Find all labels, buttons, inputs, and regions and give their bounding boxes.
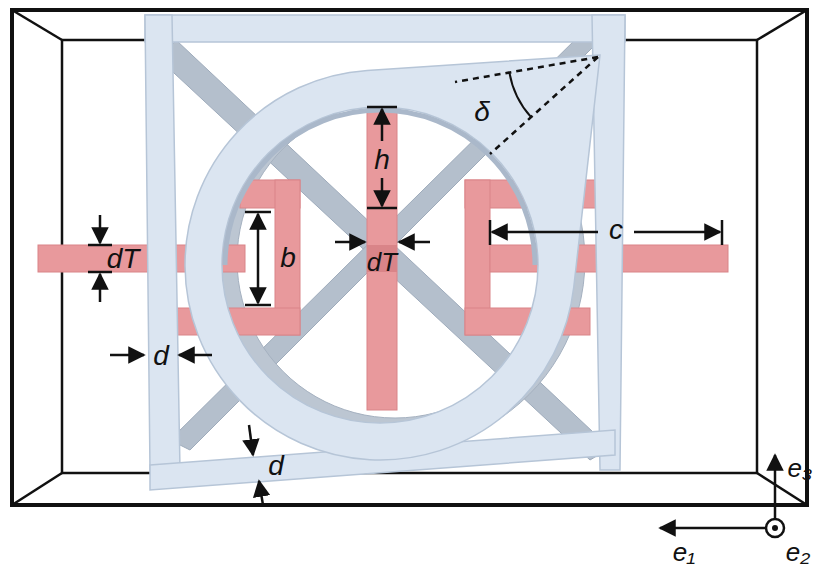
dimension-arrow	[257, 214, 260, 303]
axis-arrow	[660, 527, 766, 530]
angle-arc	[509, 73, 531, 118]
dimension-label: b	[280, 244, 296, 272]
dimension-arrow	[381, 109, 384, 141]
dimension-tick	[721, 220, 724, 245]
dimension-arrow	[381, 178, 384, 206]
angle-label: δ	[474, 98, 490, 126]
dimension-arrow	[259, 481, 263, 505]
dimension-arrow	[99, 274, 102, 302]
angle-ray	[455, 57, 598, 82]
dimension-arrow	[110, 354, 144, 357]
angle-ray	[490, 57, 598, 154]
axis-label: e₂	[786, 539, 810, 565]
dimension-arrow	[492, 231, 598, 234]
dimension-label: dT	[107, 245, 140, 273]
dimension-label: dT	[367, 249, 397, 275]
dimension-arrow	[179, 354, 212, 357]
dimension-tick	[245, 211, 271, 214]
axis-dot	[772, 525, 778, 531]
dimension-tick	[489, 220, 492, 245]
axis-out-of-plane	[766, 519, 784, 537]
dimension-label: d	[153, 342, 169, 370]
frame-beam	[145, 15, 625, 42]
frame-edge	[12, 10, 62, 40]
frame-beam	[145, 15, 180, 470]
dimension-label: h	[374, 146, 390, 174]
outer-frame	[12, 10, 807, 505]
dimension-arrow	[249, 425, 253, 455]
dimension-label: d	[268, 452, 284, 480]
dimension-tick	[245, 304, 271, 307]
axis-arrow	[774, 455, 777, 519]
dimension-arrow	[335, 241, 365, 244]
dimension-label: c	[609, 216, 623, 244]
dimension-arrow	[399, 241, 430, 244]
dimension-arrow	[634, 231, 720, 234]
ring-inner-shade	[225, 110, 535, 265]
ring-loop	[185, 55, 600, 460]
axis-label: e₁	[673, 539, 696, 565]
dimension-arrow	[99, 215, 102, 243]
frame-edge	[757, 10, 807, 40]
resonator-wire	[367, 105, 397, 410]
dimension-tick	[367, 207, 397, 210]
frame-edge	[12, 473, 62, 505]
dimension-tick	[367, 106, 397, 109]
axis-label: e₃	[788, 455, 813, 481]
